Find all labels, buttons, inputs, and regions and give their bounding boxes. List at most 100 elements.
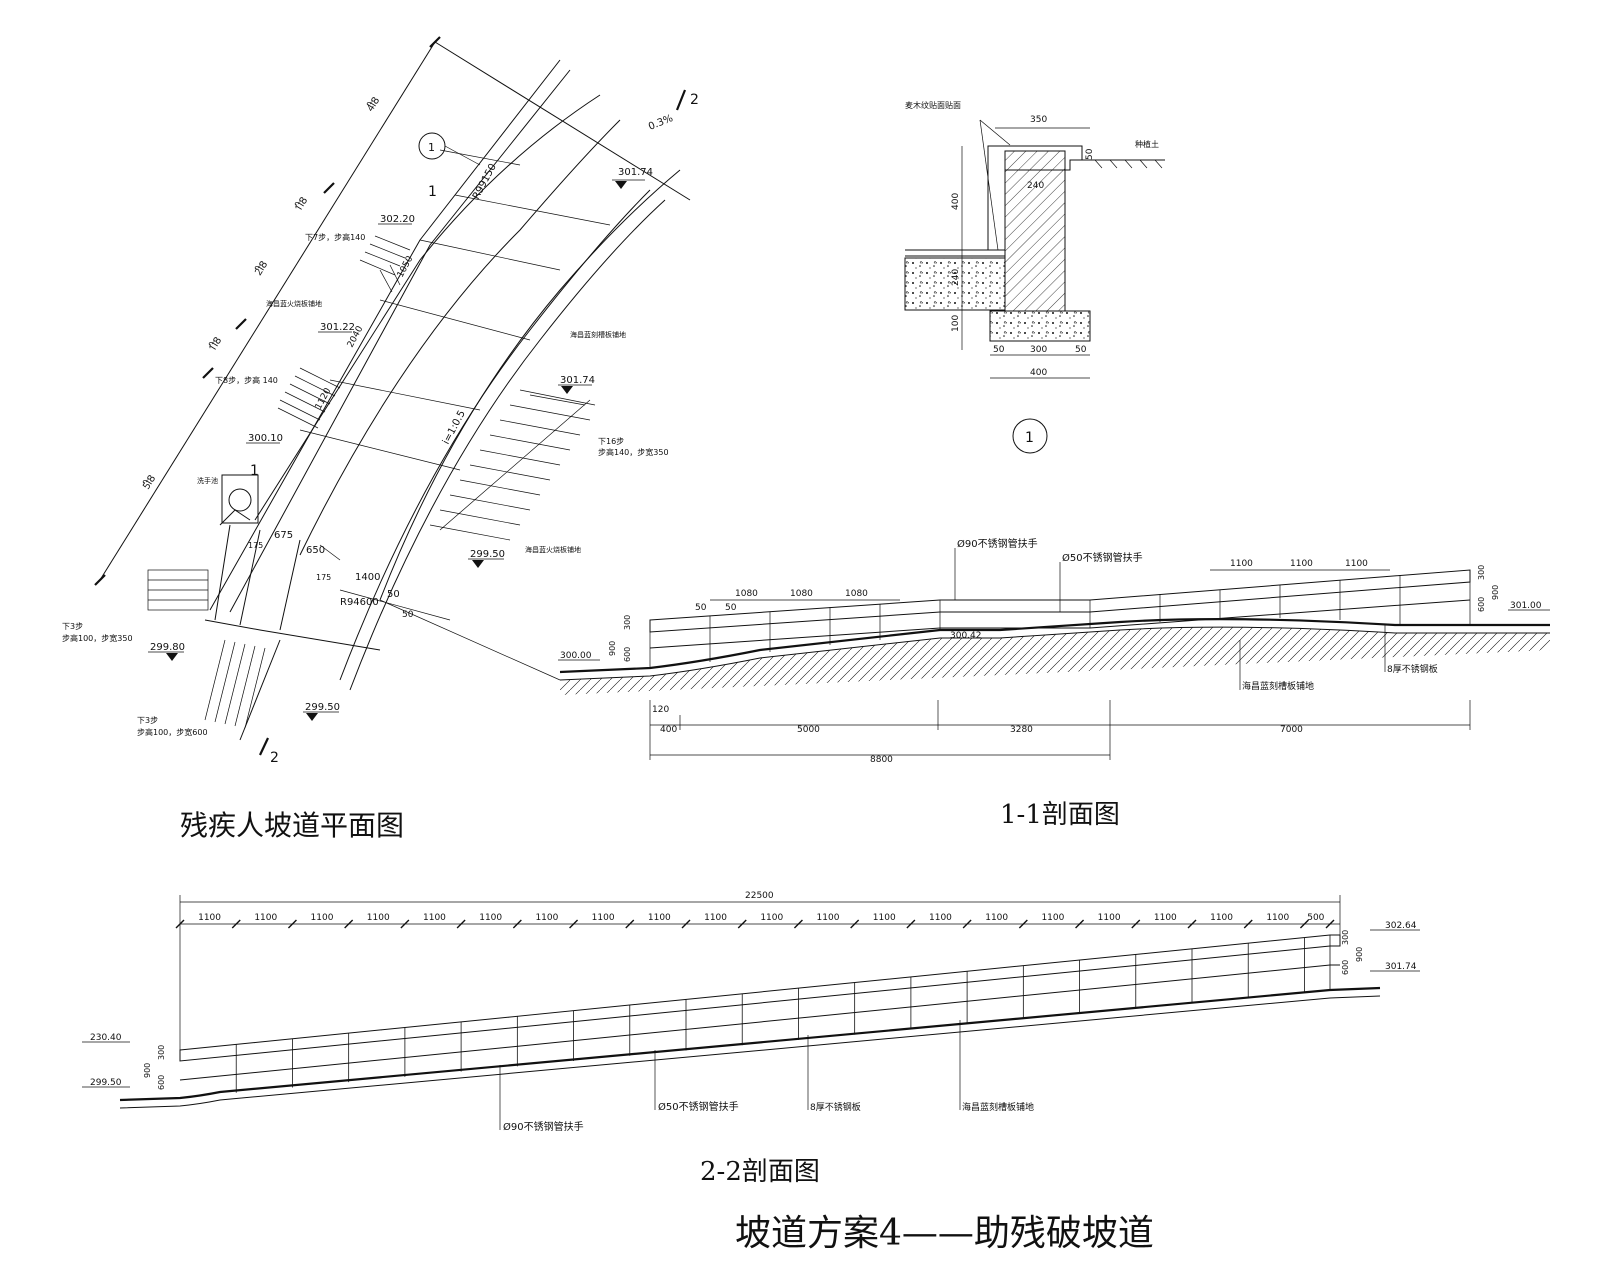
cut-2-top-label: 2: [690, 92, 699, 108]
s2-dim-tick: [1299, 919, 1309, 929]
s2-rail50: Ø50不锈钢管扶手: [658, 1100, 739, 1113]
dim-175-b: 175: [316, 573, 331, 582]
s2-dim-3: 1100: [367, 913, 390, 923]
dim-175-a: 175: [248, 541, 263, 550]
section-2-2: 22500 1100 1100 1100 1100 1100 1100 1100 1100 11…: [82, 891, 1420, 1187]
s2-dim-tick: [681, 919, 691, 929]
step3a-label-2: 步高100，步宽350: [62, 633, 133, 643]
s2-dim-8: 1100: [648, 913, 671, 923]
detail-100v: 100: [951, 315, 961, 332]
wash-basin: [221, 474, 259, 524]
s2-dim-tick: [906, 919, 916, 929]
s2-title: 2-2剖面图: [700, 1157, 820, 1187]
s2-dim-0: 1100: [198, 913, 221, 923]
s2-plate: 8厚不锈钢板: [810, 1101, 861, 1113]
s2-dim-6: 1100: [535, 913, 558, 923]
cut-2-bottom: [259, 737, 269, 756]
s2-v600b: 600: [1341, 960, 1350, 975]
s2-dim-tick: [231, 919, 241, 929]
step16-label-a: 下16步: [598, 437, 624, 446]
s1-posts: [649, 570, 1471, 668]
elev-299-80: 299.80: [150, 642, 185, 653]
s1-v300a: 300: [623, 615, 632, 630]
detail-soil: 种植土: [1135, 139, 1159, 149]
s1-dim-50a: 50: [695, 603, 707, 613]
stair-7: [359, 235, 411, 293]
plan-dim-4: 1ी8: [206, 335, 224, 354]
plan-elevations: 302.20 301.22 300.10 301.74 301.74 299.8…: [148, 167, 653, 721]
elev-299-50-a: 299.50: [470, 549, 505, 560]
s2-dim-tick: [850, 919, 860, 929]
s1-v600b: 600: [1477, 597, 1486, 612]
detail-240: 240: [1027, 181, 1044, 191]
step3b-label-1: 下3步: [137, 716, 158, 725]
s2-paving: 海昌蓝刻槽板铺地: [962, 1101, 1034, 1113]
s1-v600a: 600: [623, 647, 632, 662]
s1-dim-1100-2: 1100: [1290, 559, 1313, 569]
s2-dim-tick: [793, 919, 803, 929]
paving1-label: 海昌蓝火烧板铺地: [266, 299, 322, 308]
s2-dim-tick: [625, 919, 635, 929]
elev-302-20: 302.20: [380, 214, 415, 225]
s2-dim-14: 1100: [985, 913, 1008, 923]
detail-240v: 240: [951, 269, 961, 286]
plan-dim-line: [99, 41, 436, 581]
detail-50v: 50: [1085, 148, 1095, 160]
s2-dim-tick: [1187, 919, 1197, 929]
s2-dim-tick: [962, 919, 972, 929]
s1-dim-7000: 7000: [1280, 725, 1303, 735]
step16-label-b: 步高140，步宽350: [598, 447, 669, 457]
s2-dim-tick: [569, 919, 579, 929]
elev-301-22: 301.22: [320, 322, 355, 333]
cut-2-bottom-label: 2: [270, 750, 279, 766]
plan-labels: 0.3% R99150 R94600 i=1:0.5 下7步，步高140 下8步…: [62, 113, 675, 737]
s2-dim-tick: [1131, 919, 1141, 929]
s2-dim-18: 1100: [1210, 913, 1233, 923]
s1-paving: 海昌蓝刻槽板铺地: [1242, 680, 1314, 692]
slope-label: 0.3%: [647, 113, 675, 133]
stair-16: [429, 389, 596, 541]
s2-dim-2: 1100: [311, 913, 334, 923]
s1-dim-1080-2: 1080: [790, 589, 813, 599]
detail-350: 350: [1030, 115, 1047, 125]
detail-50b: 50: [1075, 345, 1087, 355]
s1-dim-120: 120: [652, 705, 669, 715]
s2-elev-299-50: 299.50: [90, 1078, 122, 1088]
s2-dim-tick: [400, 919, 410, 929]
s2-total: 22500: [745, 891, 774, 901]
s1-v900a: 900: [608, 641, 617, 656]
plan-dim-ticks: [94, 36, 441, 586]
detail-400v: 400: [951, 193, 961, 210]
s2-dim-tick: [175, 919, 185, 929]
elev-301-74-a: 301.74: [618, 167, 653, 178]
s2-dim-15: 1100: [1041, 913, 1064, 923]
detail-300: 300: [1030, 345, 1047, 355]
s2-posts: [235, 935, 1331, 1093]
detail-50a: 50: [993, 345, 1005, 355]
wall-detail: 麦木纹贴面贴面 种植土 350 240 400 240 100 50 50 30…: [904, 100, 1165, 454]
dim-650: 650: [306, 545, 325, 556]
elev-299-50-b: 299.50: [305, 702, 340, 713]
dim-675: 675: [274, 530, 293, 541]
elev-301-74-b: 301.74: [560, 375, 595, 386]
s2-v600a: 600: [157, 1075, 166, 1090]
section-1-1: Ø90不锈钢管扶手 Ø50不锈钢管扶手 8厚不锈钢板 海昌蓝刻槽板铺地 1080…: [558, 537, 1550, 830]
s1-dim-1080-1: 1080: [735, 589, 758, 599]
s1-dim-1100-1: 1100: [1230, 559, 1253, 569]
radius-2: R94600: [340, 597, 379, 608]
soil-hatch: [1094, 159, 1163, 169]
cut-1-label-b: 1: [250, 463, 259, 479]
detail-footing: [989, 310, 1091, 342]
s2-dim-17: 1100: [1154, 913, 1177, 923]
s1-dim-1080-3: 1080: [845, 589, 868, 599]
s2-dim-tick: [1018, 919, 1028, 929]
s2-v300a: 300: [157, 1045, 166, 1060]
main-title: 坡道方案4——助残破坡道: [735, 1213, 1154, 1254]
s2-dim-tick: [287, 919, 297, 929]
s2-v900a: 900: [143, 1063, 152, 1078]
s2-elev-302-64: 302.64: [1385, 921, 1417, 931]
s2-elev-301-74: 301.74: [1385, 962, 1417, 972]
s2-dim-tick: [737, 919, 747, 929]
